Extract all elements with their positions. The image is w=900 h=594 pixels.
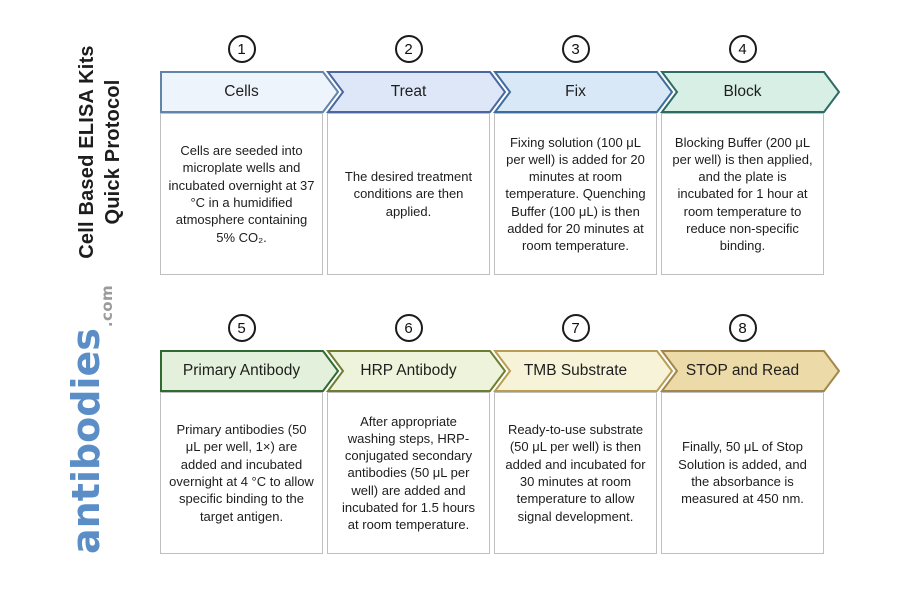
step-description: Blocking Buffer (200 μL per well) is the… — [661, 113, 824, 275]
step-arrow — [493, 71, 674, 113]
step-column-4: 4 Block Blocking Buffer (200 μL per well… — [660, 35, 841, 278]
arrow-shape — [326, 71, 507, 113]
step-number-badge: 6 — [394, 314, 423, 342]
arrow-shape — [493, 350, 674, 392]
step-arrow-label: Fix — [565, 83, 586, 100]
step-description: Ready-to-use substrate (50 μL per well) … — [494, 392, 657, 554]
step-column-8: 8 STOP and Read Finally, 50 μL of Stop S… — [660, 314, 841, 557]
step-arrow-label: HRP Antibody — [360, 362, 457, 379]
step-arrow-label: STOP and Read — [685, 362, 800, 379]
step-column-3: 3 Fix Fixing solution (100 μL per well) … — [493, 35, 674, 278]
step-column-6: 6 HRP Antibody After appropriate washing… — [326, 314, 507, 557]
logo-wordmark: antibodies — [64, 328, 108, 554]
step-arrow-label: Primary Antibody — [182, 362, 301, 379]
step-description: Primary antibodies (50 μL per well, 1×) … — [160, 392, 323, 554]
step-arrow — [660, 350, 841, 392]
step-description: Cells are seeded into microplate wells a… — [160, 113, 323, 275]
arrow-shape — [493, 71, 674, 113]
step-arrow — [493, 350, 674, 392]
step-description: Fixing solution (100 μL per well) is add… — [494, 113, 657, 275]
step-number-badge: 1 — [227, 35, 256, 63]
step-arrow — [326, 71, 507, 113]
page-title-line1: Cell Based ELISA Kits — [76, 45, 98, 259]
step-column-1: 1 Cells Cells are seeded into microplate… — [160, 35, 340, 278]
step-column-2: 2 Treat The desired treatment conditions… — [326, 35, 507, 278]
step-number-badge: 8 — [728, 314, 757, 342]
arrow-shape — [160, 350, 340, 392]
step-number-badge: 5 — [227, 314, 256, 342]
step-arrow-label: Block — [723, 83, 762, 100]
page-title: Cell Based ELISA Kits Quick Protocol — [74, 32, 128, 272]
step-column-5: 5 Primary Antibody Primary antibodies (5… — [160, 314, 340, 557]
step-arrow — [160, 71, 340, 113]
step-number-badge: 3 — [561, 35, 590, 63]
arrow-shape — [160, 71, 340, 113]
step-arrow-label: Treat — [390, 83, 427, 100]
step-arrow-label: Cells — [224, 83, 259, 100]
antibodies-logo: antibodies.com — [64, 275, 134, 565]
arrow-shape — [326, 350, 507, 392]
step-arrow — [326, 350, 507, 392]
step-number-badge: 7 — [561, 314, 590, 342]
logo-domain-suffix: .com — [98, 285, 116, 328]
step-arrow — [660, 71, 841, 113]
arrow-shape — [660, 350, 841, 392]
page-title-line2: Quick Protocol — [102, 79, 124, 225]
step-description: Finally, 50 μL of Stop Solution is added… — [661, 392, 824, 554]
step-number-badge: 2 — [394, 35, 423, 63]
step-number-badge: 4 — [728, 35, 757, 63]
step-arrow — [160, 350, 340, 392]
step-column-7: 7 TMB Substrate Ready-to-use substrate (… — [493, 314, 674, 557]
step-description: The desired treatment conditions are the… — [327, 113, 490, 275]
step-description: After appropriate washing steps, HRP-con… — [327, 392, 490, 554]
arrow-shape — [660, 71, 841, 113]
step-arrow-label: TMB Substrate — [523, 362, 628, 379]
